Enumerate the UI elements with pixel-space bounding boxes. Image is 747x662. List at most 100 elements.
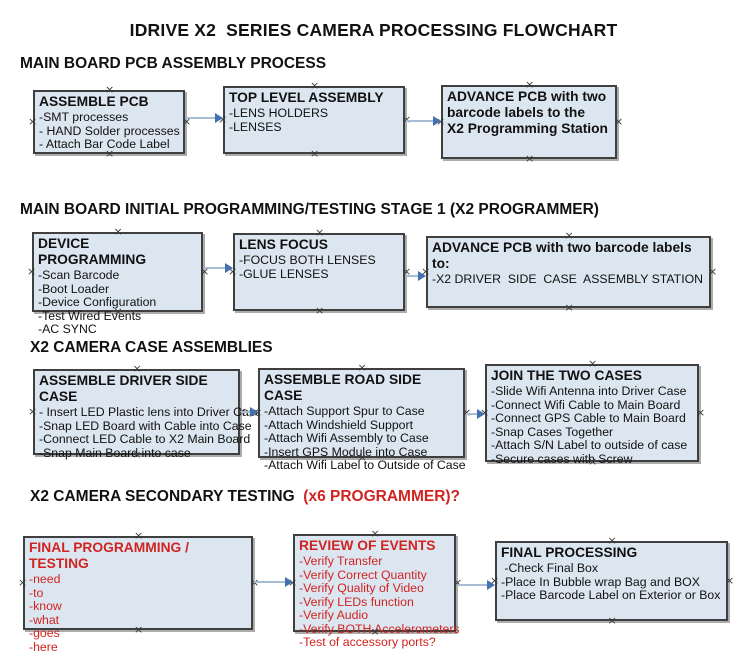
flow-connector-arrow: [254, 577, 293, 587]
box-item: - Attach Bar Code Label: [39, 137, 170, 151]
connection-point-icon: ×: [725, 574, 735, 587]
arrow-shaft: [186, 117, 217, 119]
box-items: -Scan Barcode-Boot Loader-Device Configu…: [38, 268, 197, 337]
connection-point-icon: ×: [607, 614, 617, 627]
box-item: -Device Configuration: [38, 295, 157, 309]
flow-connector-arrow: [204, 263, 233, 273]
box-title: ASSEMBLE DRIVER SIDE CASE: [39, 373, 208, 404]
connection-point-icon: ×: [564, 301, 574, 314]
box-item: -LENSES: [229, 119, 282, 134]
box-item: -FOCUS BOTH LENSES: [239, 253, 376, 267]
connection-point-icon: ×: [525, 78, 535, 91]
connection-point-icon: ×: [614, 115, 624, 128]
box-item: -Snap LED Board with Cable into Case: [39, 418, 252, 433]
box-item: - Insert LED Plastic lens into Driver Ca…: [39, 405, 262, 419]
box-item: -Check Final Box: [501, 561, 599, 575]
box-item: -Attach Wifi Label to Outside of Case: [264, 458, 466, 472]
box-item: -Connect Wifi Cable to Main Board: [491, 397, 681, 412]
box-item: -SMT processes: [39, 110, 129, 124]
arrow-right-icon: [215, 113, 223, 123]
box-assemble-pcb: ASSEMBLE PCB -SMT processes- HAND Solder…: [28, 84, 191, 159]
box-items: -Attach Support Spur to Case-Attach Wind…: [264, 404, 466, 473]
box-title: TOP LEVEL ASSEMBLY: [229, 90, 384, 105]
section-heading-secondary-testing-text: X2 CAMERA SECONDARY TESTING: [30, 488, 304, 505]
box-item: -Boot Loader: [38, 281, 110, 296]
box-item: -Place In Bubble wrap Bag and BOX: [501, 574, 700, 589]
arrow-shaft: [406, 120, 435, 122]
box-item: -GLUE LENSES: [239, 266, 329, 281]
arrow-shaft: [254, 581, 287, 583]
flow-connector-arrow: [406, 271, 426, 281]
box-item: -Attach Windshield Support: [264, 417, 414, 432]
box-items: -LENS HOLDERS-LENSES: [229, 106, 399, 134]
arrow-shaft: [406, 275, 420, 277]
arrow-shaft: [457, 584, 489, 586]
box-item: -Verify Audio: [299, 608, 369, 622]
flow-connector-arrow: [241, 407, 258, 417]
box-item: - HAND Solder processes: [39, 123, 180, 138]
arrow-right-icon: [433, 116, 441, 126]
connection-point-icon: ×: [525, 152, 535, 165]
connection-point-icon: ×: [134, 529, 144, 542]
box-items: -Verify Transfer-Verify Correct Quantity…: [299, 554, 460, 650]
connection-point-icon: ×: [564, 229, 574, 242]
flow-connector-arrow: [466, 409, 485, 419]
box-title: FINAL PROGRAMMING / TESTING: [29, 540, 189, 571]
section-heading-pcb-assembly: MAIN BOARD PCB ASSEMBLY PROCESS: [20, 55, 327, 72]
box-assemble-road-side-case: ASSEMBLE ROAD SIDE CASE -Attach Support …: [253, 362, 471, 472]
connection-point-icon: ×: [132, 362, 142, 375]
box-items: -X2 DRIVER SIDE CASE ASSEMBLY STATION: [432, 272, 705, 287]
box-item: -what: [29, 612, 60, 627]
connection-point-icon: ×: [315, 226, 325, 239]
section-heading-programmer-question: (x6 PROGRAMMER)?: [303, 488, 461, 505]
arrow-right-icon: [477, 409, 485, 419]
box-join-the-two-cases: JOIN THE TWO CASES -Slide Wifi Antenna i…: [480, 358, 705, 467]
box-item: -need: [29, 572, 61, 586]
arrow-right-icon: [487, 580, 495, 590]
box-item: -AC SYNC: [38, 322, 97, 336]
arrow-right-icon: [250, 407, 258, 417]
connection-point-icon: ×: [607, 534, 617, 547]
flow-connector-arrow: [186, 113, 223, 123]
flow-connector-arrow: [457, 580, 495, 590]
connection-point-icon: ×: [370, 527, 380, 540]
connection-point-icon: ×: [18, 576, 28, 589]
box-items: -Slide Wifi Antenna into Driver Case-Con…: [491, 384, 693, 466]
box-item: -Attach Support Spur to Case: [264, 404, 425, 418]
box-items: -FOCUS BOTH LENSES-GLUE LENSES: [239, 253, 399, 281]
connection-point-icon: ×: [113, 225, 123, 238]
box-advance-pcb-programming-station: ADVANCE PCB with two barcode labels to t…: [436, 79, 623, 164]
box-item: -Snap Cases Together: [491, 424, 614, 439]
box-final-programming-testing: FINAL PROGRAMMING / TESTING -need-to-kno…: [18, 530, 259, 653]
box-title: REVIEW OF EVENTS: [299, 538, 436, 553]
section-heading-secondary-testing: X2 CAMERA SECONDARY TESTING (x6 PROGRAMM…: [30, 488, 460, 506]
arrow-right-icon: [418, 271, 426, 281]
box-item: -Scan Barcode: [38, 268, 120, 282]
box-item: -here: [29, 639, 58, 654]
page-title: IDRIVE X2 SERIES CAMERA PROCESSING FLOWC…: [129, 20, 618, 40]
connection-point-icon: ×: [28, 115, 38, 128]
box-item: -LENS HOLDERS: [229, 106, 329, 120]
box-items: -need-to-know-what-goes-here: [29, 572, 247, 654]
box-item: -Connect GPS Cable to Main Board: [491, 411, 686, 425]
box-item: -Snap Main Board into case: [39, 445, 191, 460]
box-item: -Verify Quality of Video: [299, 581, 424, 595]
flow-connector-arrow: [406, 116, 441, 126]
box-lens-focus: LENS FOCUS -FOCUS BOTH LENSES-GLUE LENSE…: [228, 227, 411, 316]
box-title: ASSEMBLE ROAD SIDE CASE: [264, 372, 422, 403]
box-item: -Insert GPS Module into Case: [264, 444, 428, 459]
box-item: -Verify Correct Quantity: [299, 567, 427, 582]
box-item: -know: [29, 599, 62, 613]
connection-point-icon: ×: [588, 357, 598, 370]
box-title: FINAL PROCESSING: [501, 545, 638, 560]
box-item: -Verify BOTH Accelerometers: [299, 621, 460, 636]
box-title: LENS FOCUS: [239, 237, 328, 252]
box-item: -Test of accessory ports?: [299, 635, 436, 649]
box-item: -to: [29, 585, 44, 600]
box-title: ASSEMBLE PCB: [39, 94, 149, 109]
box-item: -Connect LED Cable to X2 Main Board: [39, 432, 251, 446]
box-items: -SMT processes- HAND Solder processes- A…: [39, 110, 180, 152]
arrow-shaft: [466, 413, 479, 415]
connection-point-icon: ×: [28, 405, 38, 418]
box-item: -Test Wired Events: [38, 308, 142, 323]
